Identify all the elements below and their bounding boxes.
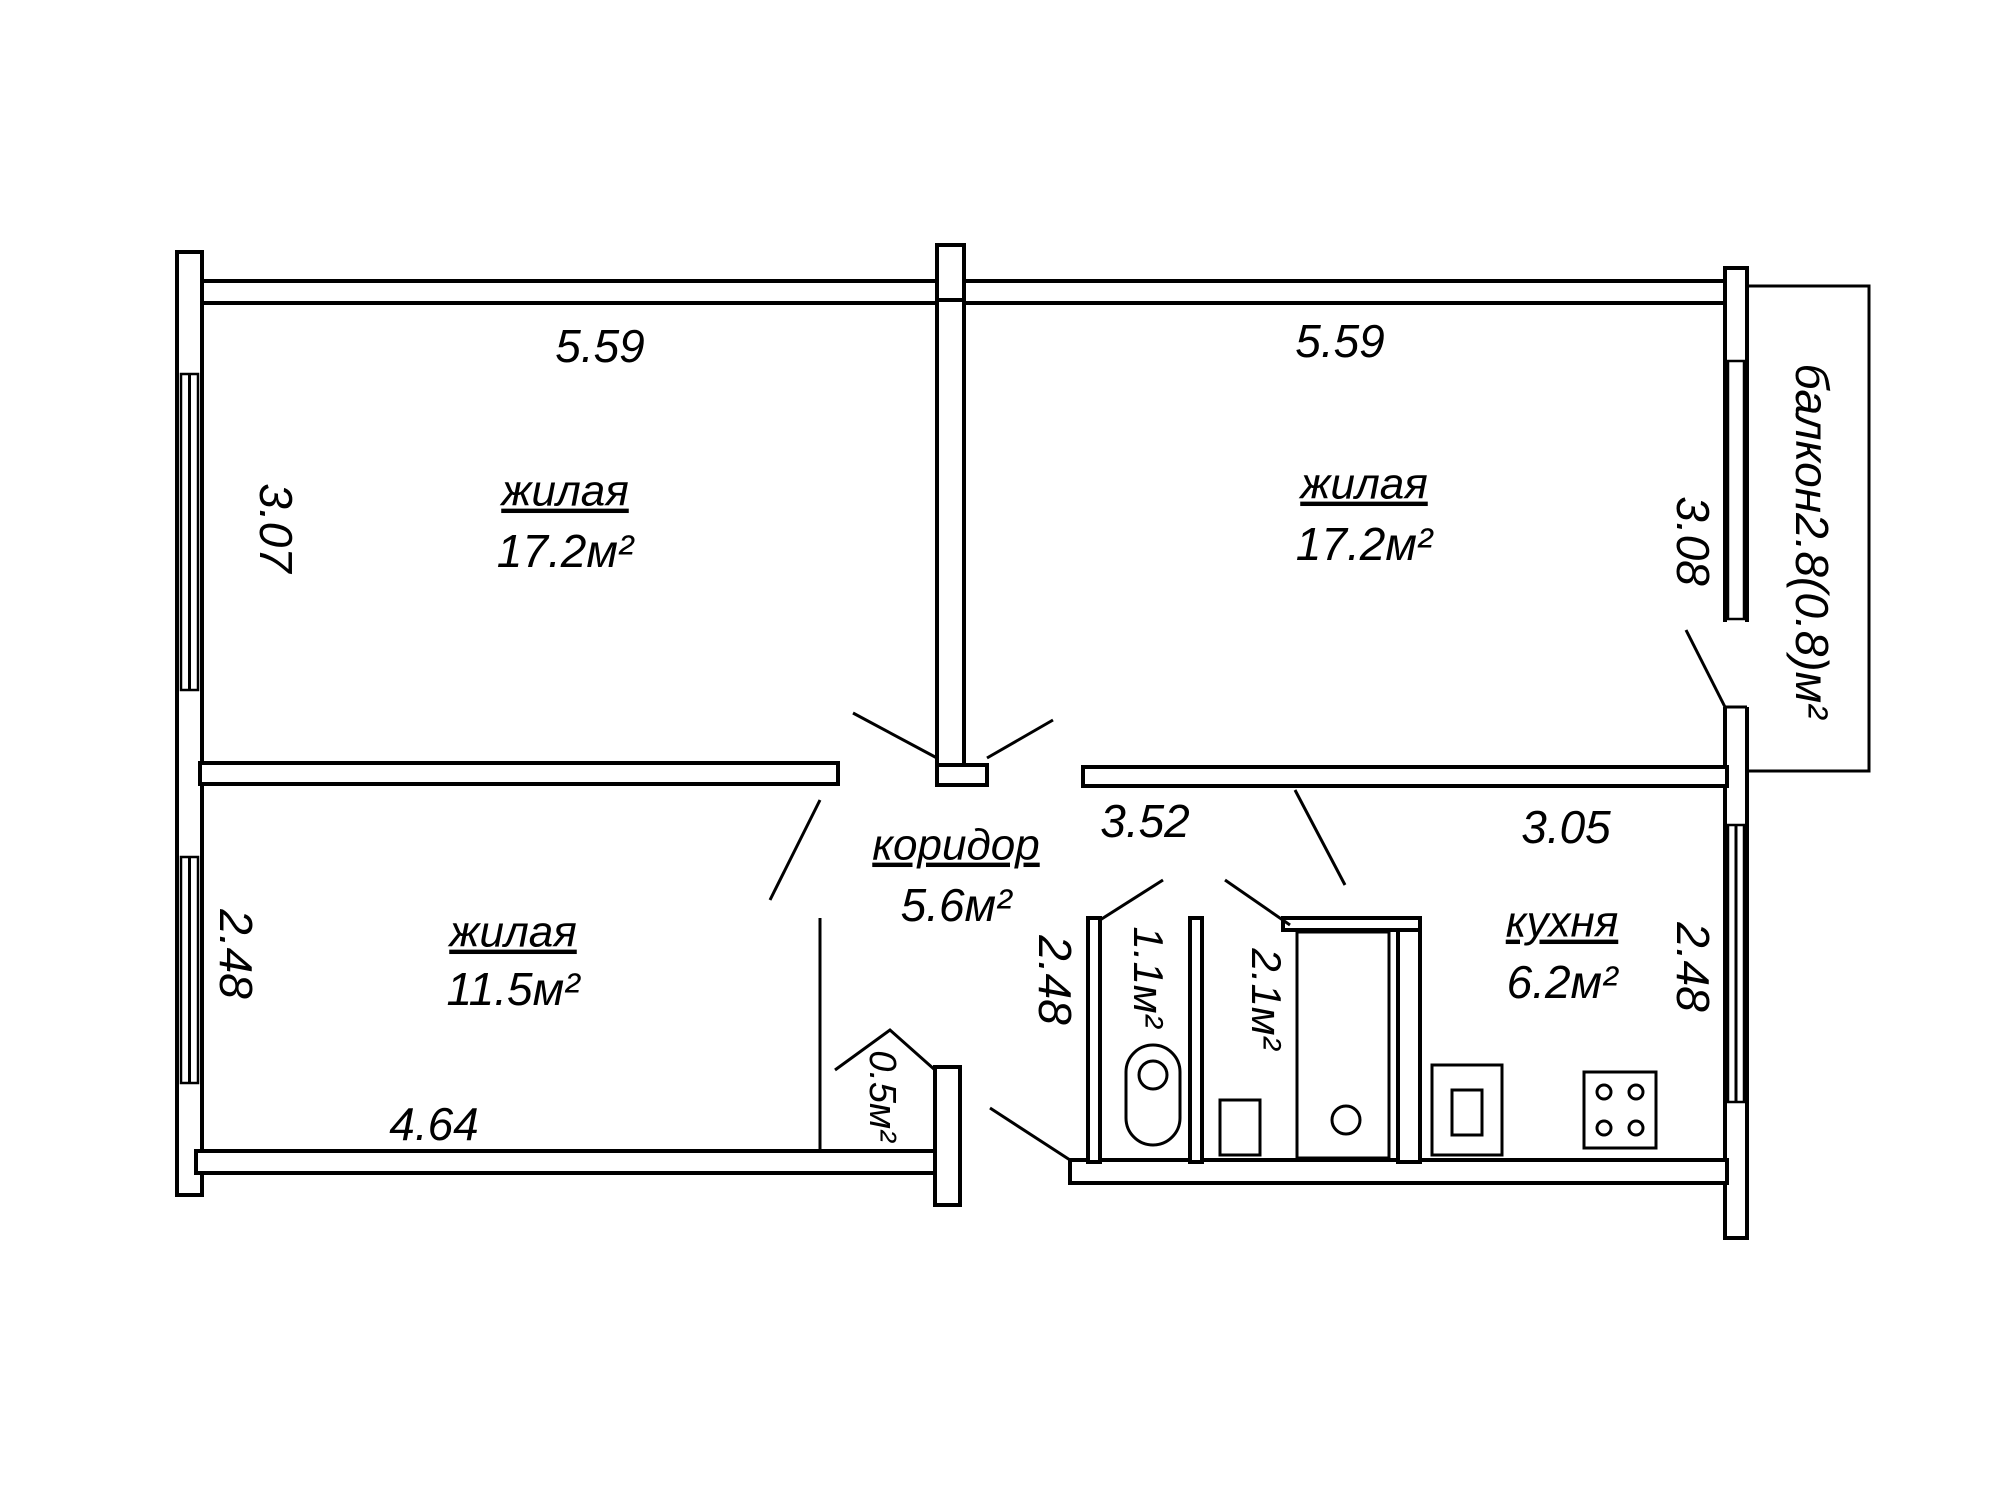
kitchen-area: 6.2м² bbox=[1507, 956, 1619, 1008]
wall-interior-left bbox=[198, 761, 840, 786]
corridor-width: 3.52 bbox=[1100, 795, 1190, 847]
kitchen-width: 3.05 bbox=[1521, 801, 1611, 853]
room3-area: 11.5м² bbox=[447, 963, 582, 1015]
toilet bbox=[1124, 1043, 1182, 1147]
kitchen-depth: 2.48 bbox=[1667, 921, 1719, 1012]
room3-name: жилая bbox=[447, 908, 577, 957]
bathroom-partition-2 bbox=[1188, 916, 1204, 1164]
bathtub bbox=[1295, 930, 1391, 1160]
wall-interior-right bbox=[1081, 765, 1729, 788]
kitchen-name: кухня bbox=[1506, 898, 1619, 947]
room2-name: жилая bbox=[1298, 460, 1428, 509]
room1-name: жилая bbox=[499, 467, 629, 516]
wc-area: 1.1м² bbox=[1125, 926, 1172, 1029]
room2-area: 17.2м² bbox=[1296, 518, 1434, 570]
balcony-door bbox=[1726, 359, 1746, 621]
wall-bottom-left bbox=[194, 1149, 962, 1175]
kitchen-sink bbox=[1430, 1063, 1504, 1157]
sink bbox=[1218, 1098, 1262, 1157]
door-swings bbox=[768, 629, 1727, 1162]
corridor-name: коридор bbox=[872, 821, 1039, 870]
closet-area: 0.5м² bbox=[861, 1050, 903, 1143]
bath-depth: 2.48 bbox=[1029, 934, 1081, 1025]
room3-width: 4.64 bbox=[389, 1098, 479, 1150]
room1-width: 5.59 bbox=[555, 320, 645, 372]
wall-interior-vertical bbox=[935, 298, 966, 772]
balcony-label: балкон2.8(0.8)м² bbox=[1786, 364, 1838, 721]
stove bbox=[1582, 1070, 1658, 1150]
room1-area: 17.2м² bbox=[497, 525, 635, 577]
corridor-area: 5.6м² bbox=[901, 879, 1013, 931]
bath-area: 2.1м² bbox=[1243, 947, 1290, 1051]
room2-width: 5.59 bbox=[1295, 315, 1385, 367]
wall-bottom-left-stub bbox=[933, 1065, 962, 1207]
bathroom-partition-1 bbox=[1086, 916, 1102, 1164]
kitchen-partition bbox=[1396, 916, 1422, 1164]
room3-depth: 2.48 bbox=[210, 908, 262, 999]
wall-top-stub bbox=[935, 243, 966, 305]
room1-depth: 3.07 bbox=[250, 483, 302, 574]
room2-depth: 3.08 bbox=[1667, 496, 1719, 586]
